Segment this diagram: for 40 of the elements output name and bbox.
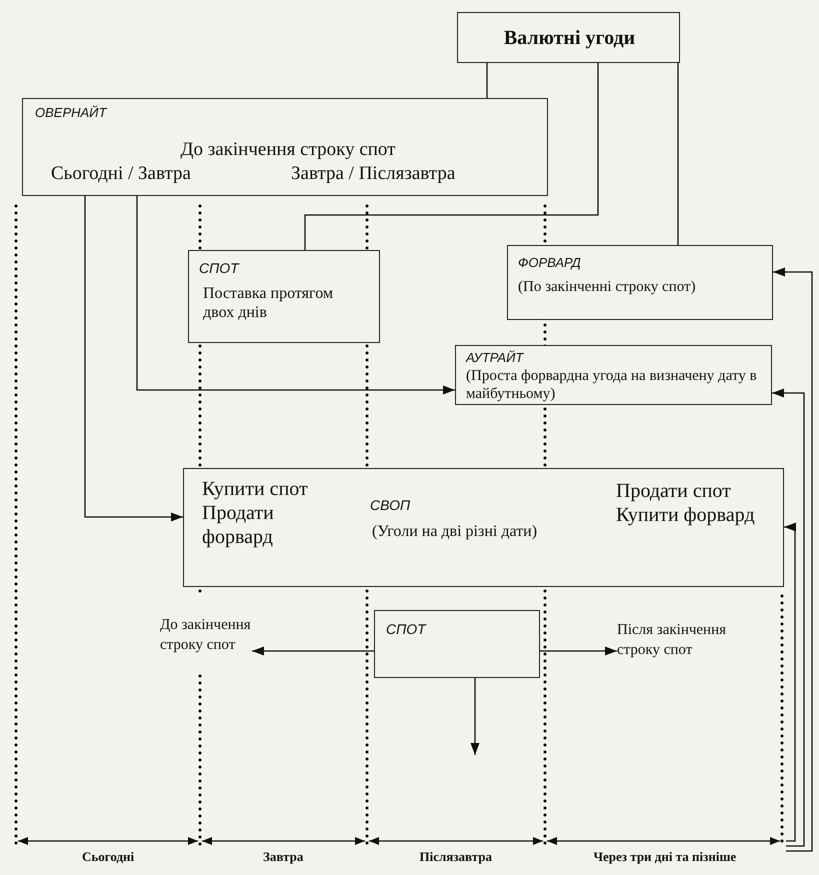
box-text: (Уголи на дві різні дати): [372, 522, 538, 542]
box-text: (По закінченні строку спот): [518, 278, 697, 296]
process-box: [455, 345, 772, 405]
timeline-label: Через три дні та пізніше: [594, 849, 736, 865]
arrow: [470, 678, 480, 755]
node-label: Після закінчення строку спот: [617, 620, 767, 662]
box-title: СПОТ: [199, 260, 240, 277]
connector-line: [677, 63, 679, 245]
process-box: [188, 250, 380, 343]
box-title: СПОТ: [386, 621, 428, 638]
box-title: Валютні угоди: [502, 26, 636, 50]
box-text: Поставка протягом двох днів: [203, 284, 334, 322]
process-box: [507, 245, 773, 320]
arrow: [784, 522, 796, 842]
arrow: [540, 646, 617, 656]
timeline-label: Сьогодні: [82, 849, 134, 865]
arrow: [772, 388, 805, 847]
process-box: [22, 98, 548, 196]
box-text: Завтра / Післязавтра: [291, 163, 456, 186]
box-text: Продати спот Купити форвард: [616, 479, 756, 527]
arrow: [84, 196, 183, 522]
node-label: До закінчення строку спот: [160, 615, 252, 663]
process-box: [374, 610, 540, 678]
box-title: ФОРВАРД: [518, 255, 582, 271]
connector-line: [304, 63, 599, 250]
box-text: Сьогодні / Завтра: [51, 163, 192, 186]
box-text: Купити спот Продати форвард: [202, 477, 309, 549]
timeline-label: Післязавтра: [420, 849, 492, 865]
arrow: [252, 646, 374, 656]
timeline-label: Завтра: [263, 849, 304, 865]
box-title: АУТРАЙТ: [466, 350, 525, 366]
process-box: [183, 468, 784, 587]
box-title: ОВЕРНАЙТ: [35, 105, 108, 121]
arrow: [773, 268, 813, 852]
box-text: До закінчення строку спот: [180, 139, 396, 162]
arrow: [136, 196, 455, 394]
box-text: (Проста форвардна угода на визначену дату в майбутньому): [466, 367, 758, 403]
connector-line: [486, 63, 488, 98]
box-title: СВОП: [370, 497, 412, 514]
process-box: [457, 12, 680, 63]
